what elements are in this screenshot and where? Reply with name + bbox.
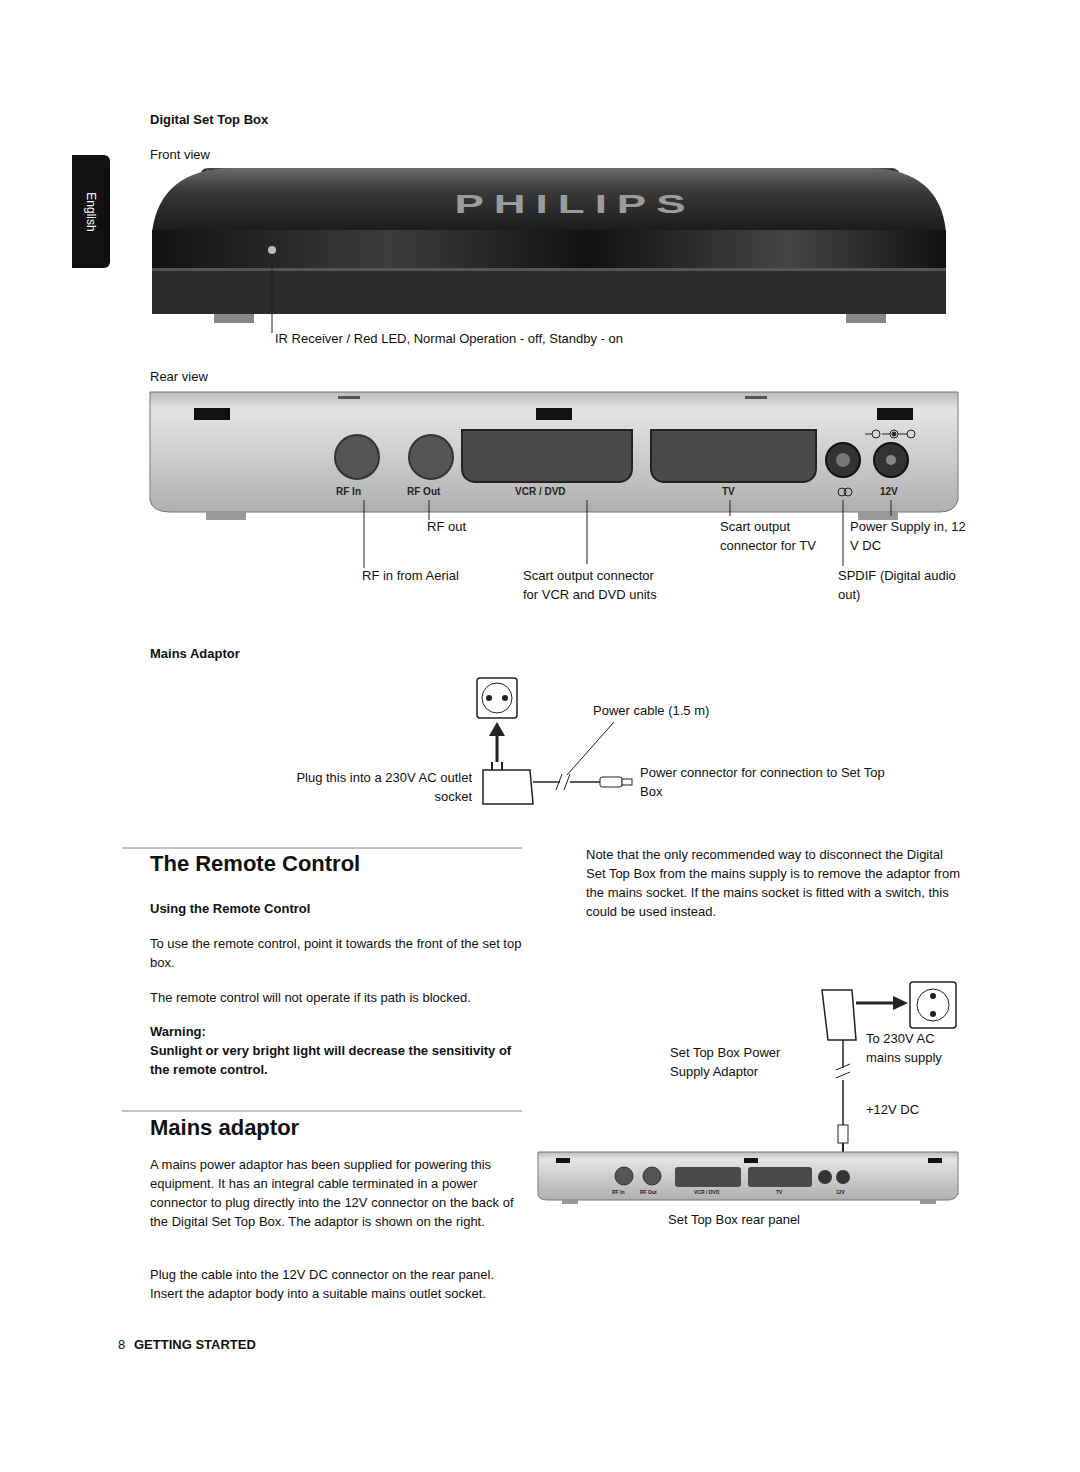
page-heading: The Remote Control bbox=[150, 850, 360, 878]
callout-text: Scart output connector for TV bbox=[720, 517, 832, 555]
body-text: To use the remote control, point it towa… bbox=[150, 934, 525, 972]
panel-print: RF In bbox=[612, 1189, 625, 1195]
callout-text: +12V DC bbox=[866, 1100, 919, 1119]
callout-text: Set Top Box Power Supply Adaptor bbox=[670, 1043, 818, 1081]
panel-print: RF Out bbox=[640, 1189, 657, 1195]
callout-text: Scart output connector for VCR and DVD u… bbox=[523, 566, 668, 604]
tab-text: English bbox=[84, 192, 98, 231]
callout-text: IR Receiver / Red LED, Normal Operation … bbox=[275, 329, 623, 348]
body-text: Plug the cable into the 12V DC connector… bbox=[150, 1265, 525, 1303]
page-number: 8 bbox=[118, 1335, 125, 1354]
body-text: Note that the only recommended way to di… bbox=[586, 845, 961, 921]
panel-print: 12V bbox=[880, 486, 898, 498]
callout-text: RF in from Aerial bbox=[362, 566, 462, 585]
panel-print: RF In bbox=[336, 486, 361, 498]
warning-text: Sunlight or very bright light will decre… bbox=[150, 1041, 525, 1079]
section-heading: Digital Set Top Box bbox=[150, 110, 268, 129]
panel-print: TV bbox=[722, 486, 735, 498]
panel-print: RF Out bbox=[407, 486, 440, 498]
callout-text: Power connector for connection to Set To… bbox=[640, 763, 885, 801]
logo-text: PHILIPS bbox=[375, 190, 775, 219]
callout-text: Power cable (1.5 m) bbox=[593, 701, 709, 720]
callout-text: RF out bbox=[427, 517, 466, 536]
callout-text: SPDIF (Digital audio out) bbox=[838, 566, 966, 604]
body-text: The remote control will not operate if i… bbox=[150, 988, 525, 1007]
callout-text: To 230V AC mains supply bbox=[866, 1029, 966, 1067]
view-label: Rear view bbox=[150, 367, 208, 386]
warning-label: Warning: bbox=[150, 1022, 206, 1041]
body-text: A mains power adaptor has been supplied … bbox=[150, 1155, 525, 1231]
page-heading: Mains adaptor bbox=[150, 1114, 299, 1142]
footer-section: GETTING STARTED bbox=[134, 1335, 256, 1354]
language-tab: English bbox=[72, 155, 110, 268]
panel-print: 12V bbox=[836, 1189, 845, 1195]
panel-print: VCR / DVD bbox=[515, 486, 566, 498]
callout-text: Power Supply in, 12 V DC bbox=[850, 517, 968, 555]
panel-print: TV bbox=[776, 1189, 782, 1195]
panel-print: VCR / DVD bbox=[694, 1189, 719, 1195]
view-label: Front view bbox=[150, 145, 210, 164]
section-heading: Mains Adaptor bbox=[150, 644, 240, 663]
sub-heading: Using the Remote Control bbox=[150, 899, 310, 918]
callout-text: Plug this into a 230V AC outlet socket bbox=[282, 768, 472, 806]
caption-text: Set Top Box rear panel bbox=[668, 1210, 800, 1229]
